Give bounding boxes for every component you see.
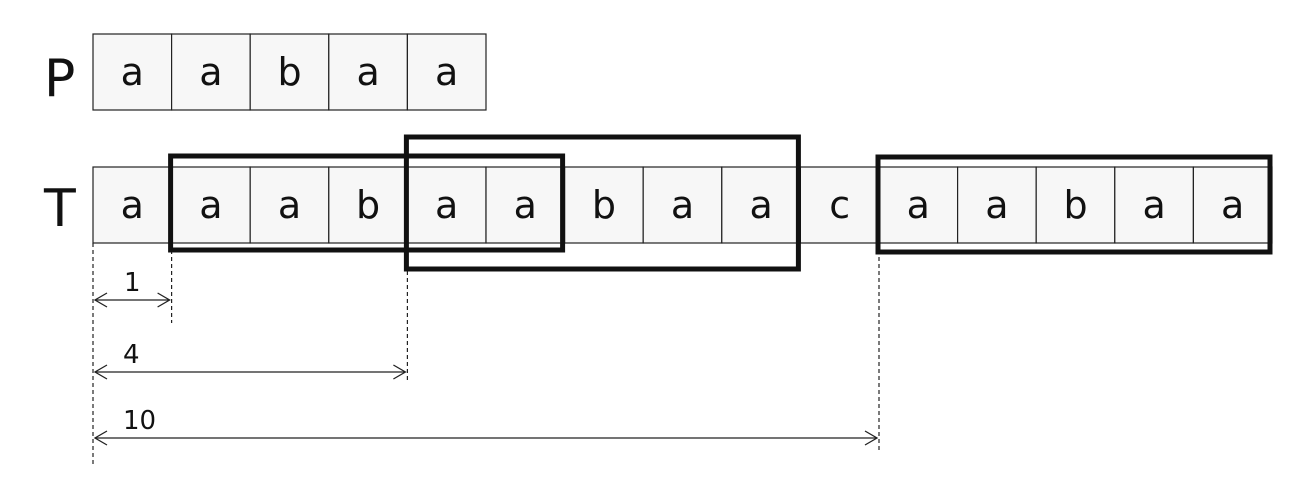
pattern-cell — [406, 33, 487, 111]
text-cell-char: b — [1063, 183, 1087, 227]
pattern-cell — [328, 33, 408, 111]
pattern-cell-char: a — [199, 50, 222, 94]
pattern-cell-char: a — [356, 50, 379, 94]
text-cell — [171, 166, 251, 244]
text-cell — [92, 166, 173, 244]
text-cell — [406, 166, 487, 244]
text-cell-char: c — [829, 183, 850, 227]
match-box — [875, 154, 1273, 255]
pattern-cell-char: a — [121, 50, 144, 94]
offset-arrow-head-right — [864, 430, 879, 446]
text-cell-char: a — [671, 183, 694, 227]
offset-arrow-head-left — [93, 430, 108, 446]
text-cell-char: a — [121, 183, 144, 227]
text-cell — [721, 166, 801, 244]
text-cell — [328, 166, 408, 244]
text-cell-char: a — [1142, 183, 1165, 227]
offset-arrow-head-left — [93, 292, 108, 308]
offset-guides — [92, 243, 880, 467]
text-cell — [642, 166, 723, 244]
text-cell — [563, 166, 644, 244]
offset-label: 10 — [123, 406, 156, 436]
text-cell-char: a — [1221, 183, 1244, 227]
text-cell — [249, 166, 330, 244]
text-cell-char: a — [985, 183, 1008, 227]
pattern-cell-char: a — [435, 50, 458, 94]
text-cell-char: b — [356, 183, 380, 227]
pattern-cell — [249, 33, 330, 111]
offset-label: 4 — [123, 340, 140, 370]
pattern-cell — [171, 33, 251, 111]
pattern-cell-char: b — [277, 50, 301, 94]
text-cell — [1192, 166, 1273, 244]
pattern-label: P — [44, 49, 75, 109]
text-cell-char: a — [435, 183, 458, 227]
text-cell-char: a — [514, 183, 537, 227]
text-cell-char: b — [592, 183, 616, 227]
offset-arrow-head-right — [393, 364, 407, 380]
offset-arrow-head-left — [93, 364, 108, 380]
text-label: T — [43, 179, 76, 239]
offset-arrow-head-right — [157, 292, 171, 308]
text-cell — [1035, 166, 1116, 244]
offset-label: 1 — [124, 268, 141, 298]
text-cell-char: a — [749, 183, 772, 227]
match-box — [168, 153, 566, 253]
pattern-cell — [92, 33, 173, 111]
offset-arrows: 1 4 10 — [93, 268, 879, 446]
text-cell-char: a — [199, 183, 222, 227]
match-boxes — [168, 134, 1273, 272]
text-cell — [956, 166, 1037, 244]
text-cell — [1114, 166, 1195, 244]
text-cell-char: a — [907, 183, 930, 227]
text-cell-char: a — [278, 183, 301, 227]
match-box — [403, 134, 801, 272]
